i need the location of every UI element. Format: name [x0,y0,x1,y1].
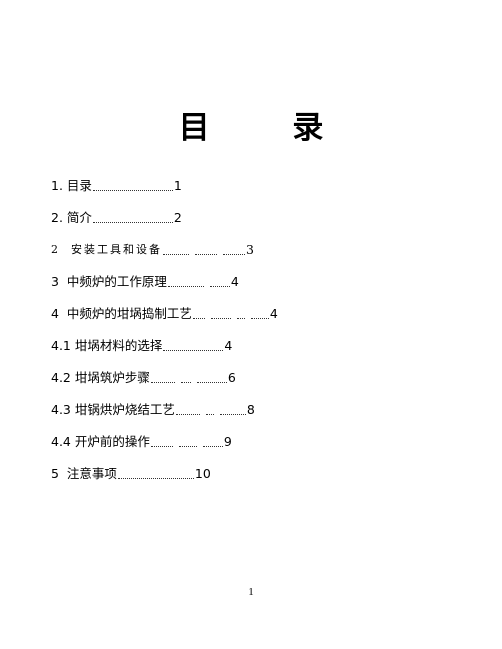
dot-leader [192,317,205,319]
dot-leader [117,477,194,479]
toc-entry-page: 3 [246,242,254,257]
toc-title: 目 录 [178,110,360,146]
dot-leader [180,381,191,383]
dot-leader [223,253,245,255]
toc-entry-page: 4 [269,306,278,321]
toc-entry-page: 1 [173,178,182,193]
dot-leader [163,253,189,255]
dot-leader [210,317,231,319]
toc-entry[interactable]: 5 注意事项 10 [51,466,211,482]
toc-entry[interactable]: 4.1 坩埚材料的选择 4 [51,338,232,354]
toc-entry-label: 4.2 坩埚筑炉步骤 [51,370,150,385]
toc-entry-page: 4 [224,338,233,353]
dot-leader [167,285,204,287]
dot-leader [196,381,227,383]
toc-entry-label: 4.1 坩埚材料的选择 [51,338,163,353]
dot-leader [163,349,224,351]
toc-entry-label: 2 安装工具和设备 [51,243,162,256]
dot-leader [150,381,175,383]
toc-entry[interactable]: 1. 目录 1 [51,178,182,194]
toc-entry-label: 4 中频炉的坩埚捣制工艺 [51,306,192,321]
page-number: 1 [248,586,254,598]
toc-entry[interactable]: 4.4 开炉前的操作 9 [51,434,232,450]
dot-leader [195,253,217,255]
toc-entry[interactable]: 3 中频炉的工作原理 4 [51,274,239,290]
toc-entry[interactable]: 2 安装工具和设备 3 [51,242,254,258]
dot-leader [202,445,223,447]
dot-leader [175,413,200,415]
toc-entry-page: 2 [173,210,182,225]
dot-leader [209,285,230,287]
toc-entry[interactable]: 2. 简介 2 [51,210,182,226]
toc-entry-page: 6 [227,370,236,385]
dot-leader [178,445,197,447]
toc-entry[interactable]: 4 中频炉的坩埚捣制工艺 4 [51,306,278,322]
toc-entry-label: 2. 简介 [51,210,92,225]
toc-entry-page: 8 [246,402,255,417]
dot-leader [92,189,173,191]
toc-entry-page: 4 [230,274,239,289]
toc-entry-label: 1. 目录 [51,178,92,193]
toc-entry-label: 4.3 坩锅烘炉烧结工艺 [51,402,175,417]
dot-leader [150,445,173,447]
dot-leader [219,413,246,415]
toc-entry-page: 10 [194,466,211,481]
dot-leader [92,221,173,223]
toc-entry-label: 3 中频炉的工作原理 [51,274,167,289]
toc-entry-label: 4.4 开炉前的操作 [51,434,150,449]
toc-entry[interactable]: 4.2 坩埚筑炉步骤 6 [51,370,236,386]
toc-entry-page: 9 [223,434,232,449]
dot-leader [236,317,245,319]
dot-leader [205,413,214,415]
toc-entry[interactable]: 4.3 坩锅烘炉烧结工艺 8 [51,402,255,418]
dot-leader [250,317,269,319]
toc-entry-label: 5 注意事项 [51,466,117,481]
